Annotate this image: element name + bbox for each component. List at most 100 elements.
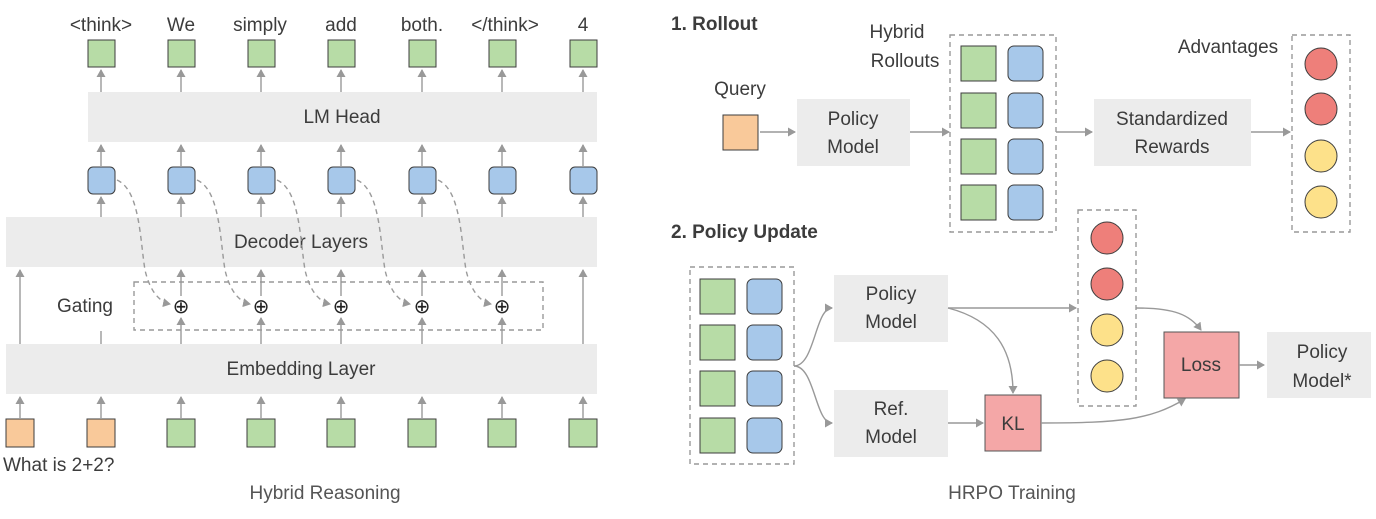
output-token-label: We: [167, 15, 195, 36]
query-box: [722, 114, 759, 151]
hidden-state-box: [569, 166, 598, 195]
decoder-layers-bar: [6, 217, 597, 267]
lm-head-label: LM Head: [303, 107, 380, 128]
gating-box: [133, 281, 544, 331]
hybrid-rollouts-line1: Hybrid: [870, 22, 925, 43]
standardized-rewards-box: [1094, 99, 1251, 166]
hidden-state-box: [488, 166, 517, 195]
gating-label: Gating: [57, 296, 113, 317]
output-token-box: [569, 39, 598, 68]
ref-model-line2: Model: [865, 427, 917, 448]
query-label: Query: [714, 79, 766, 100]
output-token-box: [87, 39, 116, 68]
embedding-layer-bar: [6, 344, 597, 394]
output-token-label: <think>: [70, 15, 132, 36]
rollout-policy-model-line2: Model: [827, 137, 879, 158]
rollout-hidden-token: [1007, 138, 1044, 175]
kl-box: [984, 394, 1042, 452]
rollout-latent-token: [960, 138, 997, 175]
new-policy-model-box: [1267, 332, 1371, 398]
input-token-boxes: [5, 418, 598, 448]
rollout-latent-token: [960, 92, 997, 129]
output-token-label: simply: [233, 15, 287, 36]
rollout-policy-model-box: [797, 99, 910, 166]
update-advantage-positive: [1090, 313, 1124, 347]
ref-model-line1: Ref.: [874, 399, 909, 420]
gate-symbol: ⊕: [494, 296, 511, 318]
gate-symbol: ⊕: [173, 296, 190, 318]
loss-box: [1163, 331, 1240, 399]
update-hidden-token: [746, 278, 783, 315]
hidden-state-box: [327, 166, 356, 195]
gate-symbol: ⊕: [414, 296, 431, 318]
update-policy-model-line1: Policy: [866, 284, 917, 305]
output-token-box: [247, 39, 276, 68]
rollout-header: 1. Rollout: [671, 14, 758, 35]
update-hidden-token: [746, 324, 783, 361]
output-token-label: add: [325, 15, 357, 36]
hybrid-rollout-tokens: [960, 45, 1044, 221]
hybrid-rollouts-line2: Rollouts: [871, 51, 940, 72]
rollout-hidden-token: [1007, 92, 1044, 129]
output-token-label: 4: [578, 15, 589, 36]
rollout-hidden-token: [1007, 45, 1044, 82]
new-policy-model-line2: Model*: [1292, 371, 1352, 392]
decoder-to-hidden-arrows: [96, 196, 588, 217]
rollout-latent-token: [960, 45, 997, 82]
update-latent-token: [699, 370, 736, 407]
ref-model-box: [834, 390, 948, 457]
input-token-box: [487, 418, 517, 448]
kl-label: KL: [1001, 414, 1024, 435]
rollout-latent-token: [960, 184, 997, 221]
gate-symbol: ⊕: [333, 296, 350, 318]
new-policy-model-line1: Policy: [1297, 342, 1348, 363]
advantage-negative: [1304, 92, 1338, 126]
update-latent-token: [699, 278, 736, 315]
loss-label: Loss: [1181, 355, 1221, 376]
hidden-state-box: [247, 166, 276, 195]
standardized-rewards-line1: Standardized: [1116, 109, 1228, 130]
hidden-state-box: [87, 166, 116, 195]
update-rollout-tokens: [699, 278, 783, 454]
advantage-positive: [1304, 185, 1338, 219]
advantage-circles: [1304, 47, 1338, 219]
gate-symbol: ⊕: [253, 296, 270, 318]
hybrid-reasoning-panel: <think> We simply add both. </think> 4: [3, 15, 598, 504]
input-token-box: [568, 418, 598, 448]
output-token-label: </think>: [471, 15, 539, 36]
advantages-label: Advantages: [1178, 37, 1278, 58]
embedding-layer-label: Embedding Layer: [227, 359, 377, 380]
update-hidden-token: [746, 370, 783, 407]
standardized-rewards-line2: Rewards: [1135, 137, 1210, 158]
update-advantage-negative: [1090, 221, 1124, 255]
query-token-box: [5, 418, 35, 448]
output-token-box: [408, 39, 437, 68]
output-token-boxes: [87, 39, 598, 68]
hidden-state-box: [408, 166, 437, 195]
advantage-negative: [1304, 47, 1338, 81]
advantage-positive: [1304, 139, 1338, 173]
update-policy-model-box: [834, 275, 948, 342]
lm-head-output-arrows: [96, 69, 588, 92]
input-to-embedding-arrows: [15, 396, 588, 418]
policy-update-header: 2. Policy Update: [671, 222, 818, 243]
gate-symbols: ⊕ ⊕ ⊕ ⊕ ⊕: [173, 296, 511, 318]
latent-feedback-curves: [116, 179, 492, 308]
update-latent-token: [699, 324, 736, 361]
output-token-box: [167, 39, 196, 68]
update-advantage-negative: [1090, 267, 1124, 301]
embedding-to-gate-arrows: [176, 317, 507, 344]
hidden-state-boxes: [87, 166, 598, 195]
update-hidden-token: [746, 417, 783, 454]
rollout-policy-model-line1: Policy: [828, 109, 879, 130]
query-text: What is 2+2?: [3, 455, 114, 476]
decoder-layers-label: Decoder Layers: [234, 232, 368, 253]
hrpo-training-caption: HRPO Training: [948, 483, 1076, 504]
input-token-box: [407, 418, 437, 448]
update-policy-model-line2: Model: [865, 312, 917, 333]
input-token-box: [166, 418, 196, 448]
rollout-hidden-token: [1007, 184, 1044, 221]
update-latent-token: [699, 417, 736, 454]
output-token-box: [488, 39, 517, 68]
